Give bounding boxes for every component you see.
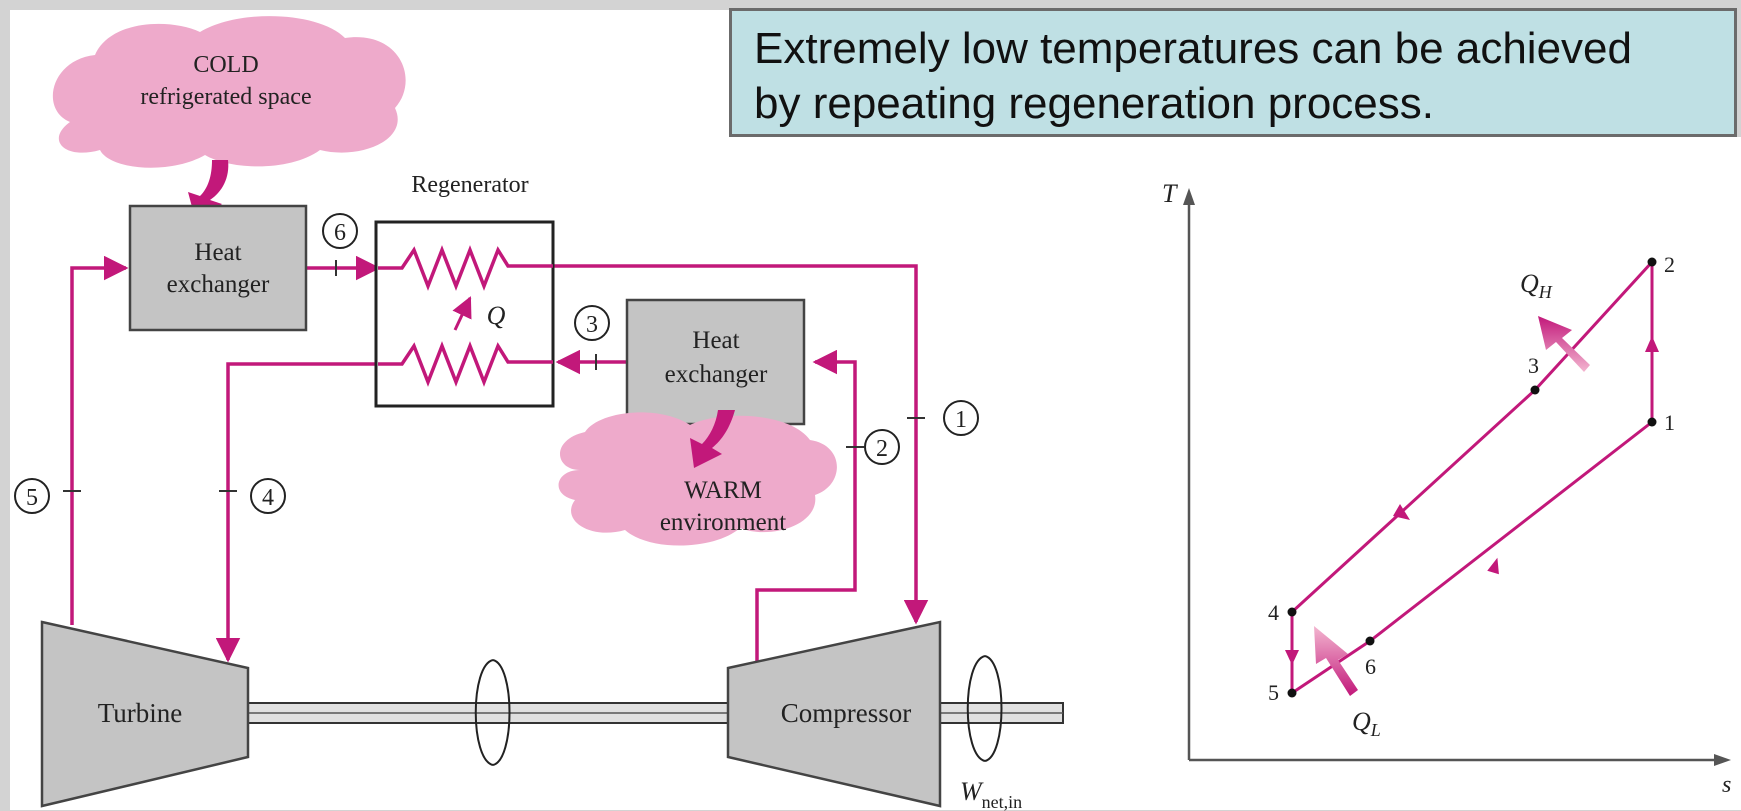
ts-diagram: T s	[1162, 179, 1731, 798]
warm-cloud	[558, 412, 837, 546]
svg-text:5: 5	[26, 485, 38, 511]
ts-point-5	[1287, 688, 1297, 698]
warm-label: WARM	[684, 477, 762, 504]
svg-text:6: 6	[334, 220, 346, 246]
pipe-state-4	[215, 362, 378, 663]
svg-text:2: 2	[876, 436, 888, 462]
ts-direction-arrows	[1285, 336, 1659, 665]
pipe-state-5	[70, 255, 129, 625]
ts-point-3	[1530, 385, 1540, 395]
ts-point-6	[1365, 636, 1375, 646]
ts-point-labels: 1 2 3 4 5 6	[1268, 252, 1675, 705]
hx-cold-label-2: exchanger	[167, 271, 270, 298]
compressor	[726, 620, 942, 808]
ts-qh-label: QH	[1520, 269, 1553, 302]
ts-ql-label: QL	[1352, 707, 1381, 740]
svg-text:6: 6	[1365, 654, 1376, 679]
cold-cloud	[52, 16, 406, 168]
note-line-2: by repeating regeneration process.	[754, 79, 1434, 128]
state-circle-4: 4	[250, 478, 286, 514]
turbine	[40, 620, 250, 808]
state-ticks	[63, 260, 925, 492]
pipes	[70, 255, 929, 663]
hx-warm-label-1: Heat	[692, 327, 739, 354]
state-markers: 6 3 1 2 5 4	[14, 213, 979, 514]
note-line-1: Extremely low temperatures can be achiev…	[754, 24, 1632, 73]
ts-point-2	[1647, 257, 1657, 267]
heat-exchanger-cold	[128, 204, 308, 332]
heat-out-arrow	[690, 410, 735, 468]
work-net-in-label: Wnet,in	[960, 777, 1022, 811]
svg-text:3: 3	[1528, 353, 1539, 378]
svg-text:1: 1	[955, 407, 967, 433]
ts-point-4	[1287, 607, 1297, 617]
svg-text:3: 3	[586, 312, 598, 338]
regenerator-q-label: Q	[487, 301, 506, 330]
ts-qh-arrow	[1538, 316, 1590, 372]
state-circle-3: 3	[574, 305, 610, 341]
state-circle-2: 2	[864, 429, 900, 465]
rotation-symbol-right	[966, 655, 1003, 762]
regenerator-q-arrow	[452, 296, 472, 331]
state-circle-1: 1	[943, 400, 979, 436]
regenerator-coils	[378, 245, 553, 387]
ts-cycle	[1290, 260, 1654, 695]
rotation-symbol-middle	[474, 659, 511, 766]
ts-point-1	[1647, 417, 1657, 427]
heat-exchanger-warm	[625, 298, 806, 426]
state-circle-5: 5	[14, 478, 50, 514]
warm-sublabel: environment	[660, 509, 786, 536]
pipe-state-2	[755, 349, 857, 663]
ts-panel	[1072, 137, 1741, 810]
ts-points	[1287, 257, 1657, 698]
state-circle-6: 6	[322, 213, 358, 249]
cold-sublabel: refrigerated space	[140, 84, 311, 110]
svg-text:4: 4	[262, 485, 274, 511]
hx-warm-label-2: exchanger	[665, 361, 768, 388]
compressor-label: Compressor	[781, 698, 912, 728]
hx-cold-label-1: Heat	[194, 239, 241, 266]
ts-y-axis-label: T	[1162, 179, 1178, 208]
turbine-label: Turbine	[98, 698, 183, 728]
note-banner: Extremely low temperatures can be achiev…	[729, 8, 1737, 137]
regenerator-box	[374, 220, 555, 408]
pipe-state-1	[515, 264, 929, 625]
regenerator-label: Regenerator	[411, 172, 528, 198]
svg-text:1: 1	[1664, 410, 1675, 435]
cold-label: COLD	[193, 52, 258, 78]
ts-ql-arrow	[1314, 626, 1358, 696]
ts-x-axis-label: s	[1722, 772, 1731, 798]
svg-text:2: 2	[1664, 252, 1675, 277]
svg-text:4: 4	[1268, 600, 1279, 625]
svg-text:5: 5	[1268, 680, 1279, 705]
